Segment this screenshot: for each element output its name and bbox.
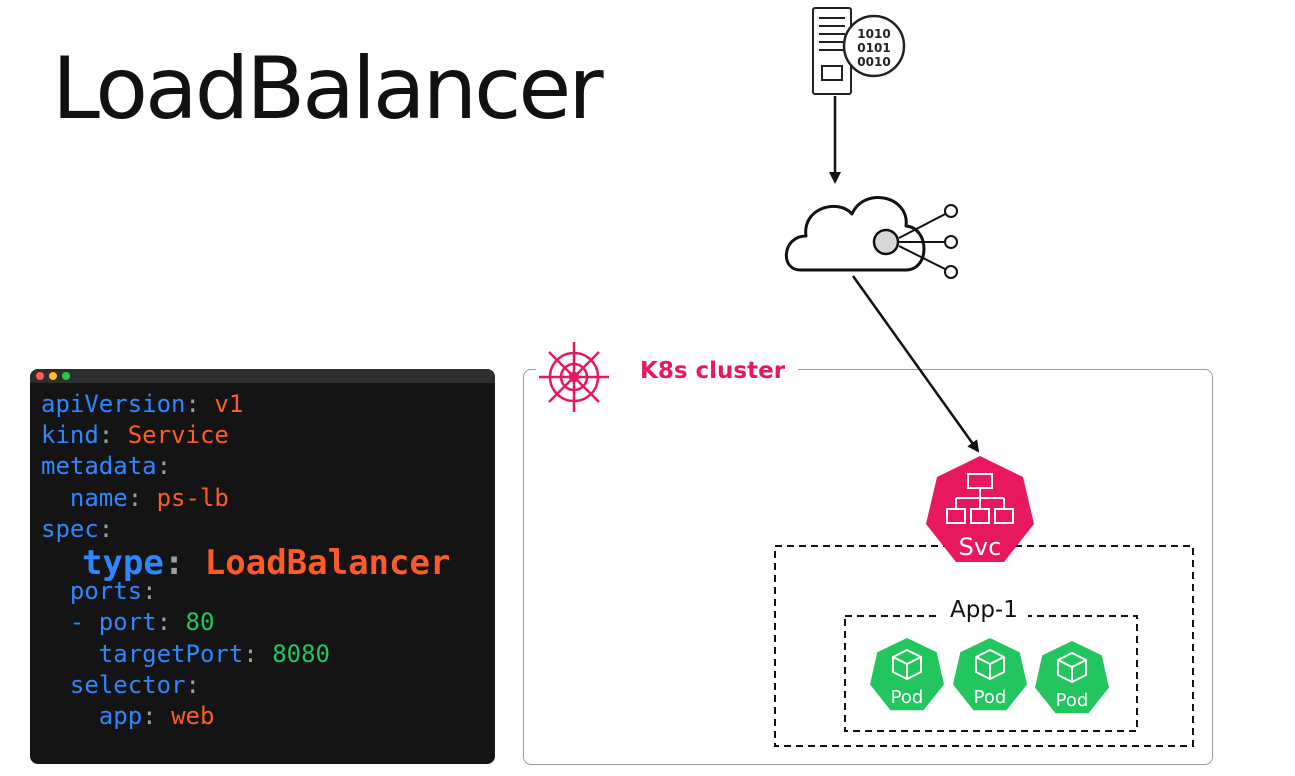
network-node-icon — [872, 204, 958, 279]
code-line: name: ps-lb — [41, 483, 450, 514]
code-window-titlebar — [30, 369, 495, 383]
page-title: LoadBalancer — [52, 39, 604, 139]
code-line: spec: — [41, 514, 450, 545]
cluster-boundary — [523, 369, 1213, 765]
code-line: app: web — [41, 701, 450, 732]
code-colon: : — [98, 514, 114, 543]
code-line: kind: Service — [41, 420, 450, 451]
code-colon: : — [156, 608, 186, 637]
code-value: ps-lb — [156, 483, 229, 512]
code-value: 80 — [185, 608, 215, 637]
code-colon: : — [156, 452, 172, 481]
code-colon: : — [243, 639, 273, 668]
code-key: type — [81, 542, 164, 583]
code-indent — [41, 577, 70, 605]
server-icon — [812, 7, 852, 95]
code-line: metadata: — [41, 451, 450, 482]
code-indent: - — [41, 608, 99, 637]
code-indent — [41, 702, 99, 730]
svg-text:0010: 0010 — [857, 55, 890, 69]
close-dot — [36, 372, 44, 380]
code-colon: : — [127, 483, 157, 512]
code-key: name — [69, 483, 128, 512]
code-colon: : — [185, 670, 200, 699]
code-indent — [41, 640, 99, 668]
code-indent — [41, 484, 70, 512]
maximize-dot — [62, 372, 70, 380]
code-colon: : — [142, 577, 157, 606]
cluster-label: K8s cluster — [640, 358, 786, 384]
svg-text:1010: 1010 — [857, 27, 890, 41]
code-line: selector: — [41, 670, 450, 701]
code-indent — [41, 671, 70, 699]
code-colon: : — [142, 701, 172, 730]
code-value: LoadBalancer — [204, 542, 451, 583]
code-line: - port: 80 — [41, 607, 450, 638]
code-value: 8080 — [272, 639, 330, 668]
code-value: web — [171, 701, 215, 730]
code-key: selector — [69, 670, 186, 699]
code-value: Service — [127, 421, 229, 450]
code-line: type: LoadBalancer — [41, 545, 450, 581]
code-colon: : — [98, 421, 128, 450]
code-key: ports — [69, 577, 143, 606]
cloud-icon — [784, 196, 926, 272]
code-key: app — [98, 701, 143, 730]
code-key: port — [98, 608, 157, 637]
code-key: targetPort — [98, 639, 244, 668]
code-key: apiVersion — [41, 390, 186, 418]
code-colon: : — [163, 542, 205, 583]
code-key: kind — [41, 421, 99, 450]
code-key: spec — [41, 514, 99, 543]
code-key: metadata — [41, 452, 157, 481]
minimize-dot — [49, 372, 57, 380]
code-value: v1 — [214, 390, 244, 418]
binary-data-icon: 1010 0101 0010 — [842, 14, 906, 78]
code-colon: : — [185, 390, 215, 418]
code-line: ports: — [41, 576, 450, 607]
app-label: App-1 — [940, 597, 1028, 623]
svg-text:0101: 0101 — [857, 41, 890, 55]
code-line: apiVersion: v1 — [41, 389, 450, 420]
code-line: targetPort: 8080 — [41, 639, 450, 670]
